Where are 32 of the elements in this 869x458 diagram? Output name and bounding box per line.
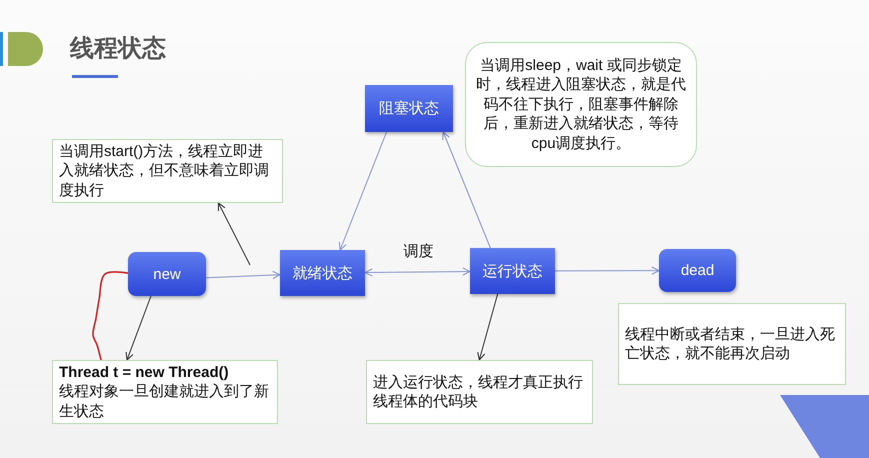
state-label: new (153, 266, 181, 282)
state-box (280, 250, 365, 296)
state-label: 阻塞状态 (379, 99, 439, 118)
arrow (126, 296, 152, 361)
note-text: 当调用start()方法，线程立即进入就绪状态，但不意味着立即调度执行 (59, 142, 270, 200)
state-label: 运行状态 (482, 262, 542, 280)
state-label: dead (680, 262, 714, 279)
note-box (465, 42, 697, 167)
note-box (52, 139, 283, 203)
slide-title: 线程状态 (70, 34, 166, 64)
note-text: 线程中断或者结束，一旦进入死亡状态，就不能再次启动 (625, 324, 836, 364)
state-box (659, 249, 736, 292)
arrow (338, 132, 388, 251)
arrow (218, 202, 250, 266)
arrow (477, 294, 498, 361)
arrow (554, 266, 660, 275)
note-text: 线程对象一旦创建就进入到了新生状态 (59, 382, 270, 422)
note-text: 当调用sleep，wait 或同步锁定时，线程进入阻塞状态，就是代码不往下执行，阻塞事件解除后，重新进入就绪状态，等待cpu调度执行。 (476, 56, 686, 154)
code-text: Thread t = new Thread() (59, 362, 230, 382)
note-box (618, 303, 846, 385)
state-box (470, 248, 555, 294)
note-text: 进入运行状态，线程才真正执行线程体的代码块 (373, 372, 584, 412)
note-box (52, 360, 278, 424)
note-box (366, 360, 593, 424)
state-box (128, 252, 206, 296)
arrow (442, 131, 491, 248)
state-label: 就绪状态 (292, 264, 352, 282)
edge-label: 调度 (402, 242, 436, 261)
arrow (206, 270, 281, 280)
connector-line (92, 271, 128, 360)
arrow (364, 267, 471, 277)
state-box (365, 85, 453, 132)
